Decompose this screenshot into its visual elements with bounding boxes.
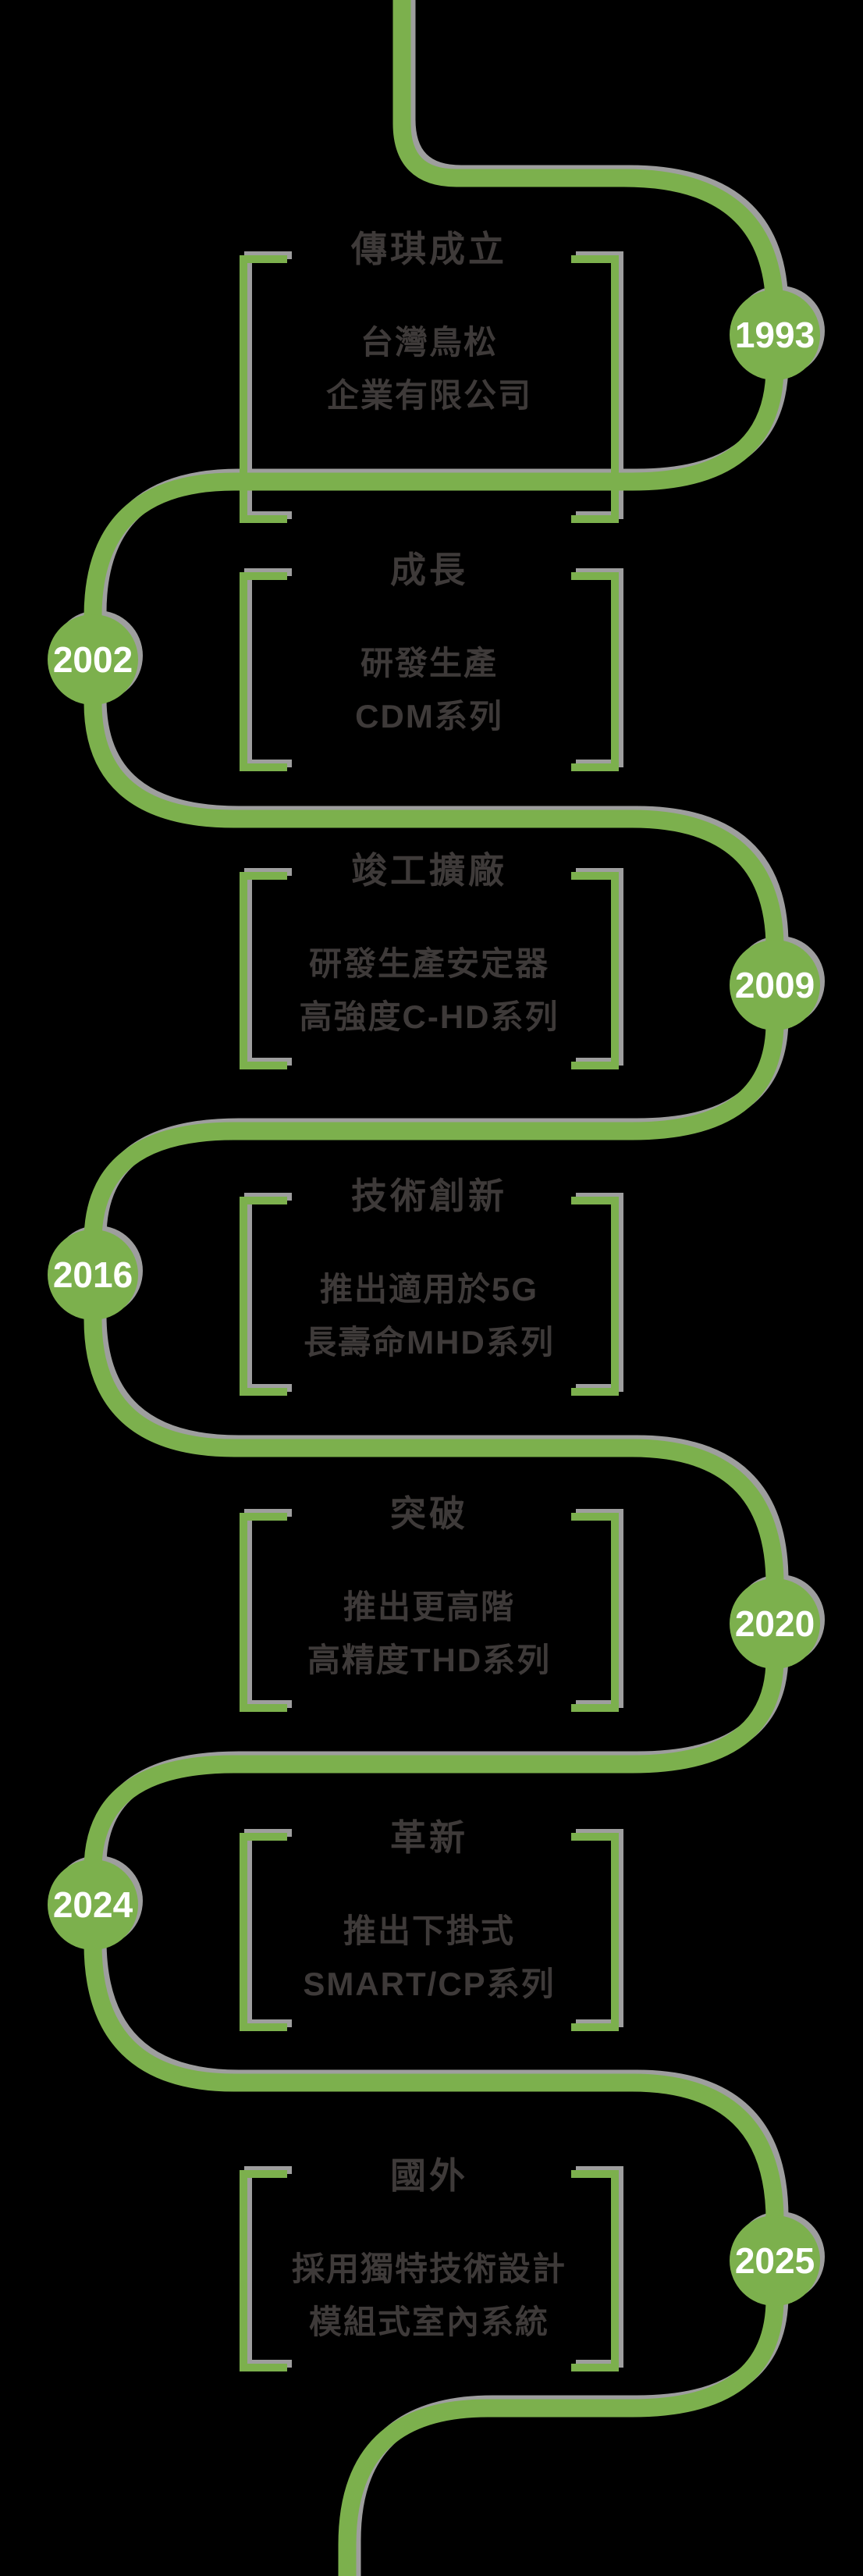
event-line: 推出更高階 <box>343 1589 515 1625</box>
event-title: 國外 <box>390 2155 468 2196</box>
event-line: 高強度C-HD系列 <box>299 998 559 1035</box>
timeline-event: 技術創新推出適用於5G 長壽命MHD系列 <box>243 1175 615 1369</box>
event-line: CDM系列 <box>355 698 503 735</box>
event-title: 竣工擴廠 <box>351 850 507 891</box>
event-line: 研發生產 <box>360 645 498 681</box>
timeline-event: 傳琪成立台灣鳥松企業有限公司 <box>243 228 615 422</box>
event-line: 企業有限公司 <box>325 377 532 414</box>
event-line: 推出適用於5G <box>319 1271 539 1308</box>
timeline-event: 革新推出下掛式 SMART/CP系列 <box>243 1816 615 2011</box>
event-title: 傳琪成立 <box>351 229 507 269</box>
event-title: 革新 <box>390 1817 468 1858</box>
year-badge: 2016 <box>52 1254 133 1295</box>
event-title: 技術創新 <box>351 1176 507 1216</box>
year-badge: 2020 <box>734 1603 815 1644</box>
timeline-event: 成長研發生產 CDM系列 <box>243 549 615 743</box>
event-line: 高精度THD系列 <box>307 1642 552 1678</box>
timeline-event: 突破推出更高階高精度THD系列 <box>243 1493 615 1687</box>
year-badge: 2009 <box>734 965 815 1005</box>
path-green <box>48 0 820 2576</box>
year-badge: 2024 <box>52 1884 133 1925</box>
event-line: 模組式室內系統 <box>308 2304 549 2340</box>
event-title: 突破 <box>390 1493 468 1534</box>
year-badge: 1993 <box>734 315 815 355</box>
event-line: 採用獨特技術設計 <box>291 2250 566 2287</box>
year-badge: 2025 <box>734 2240 815 2281</box>
event-line: 研發生產安定器 <box>308 945 549 982</box>
timeline-event: 國外採用獨特技術設計模組式室內系統 <box>243 2154 615 2349</box>
timeline-event: 竣工擴廠研發生產安定器高強度C-HD系列 <box>243 849 615 1044</box>
event-line: SMART/CP系列 <box>303 1966 556 2002</box>
event-line: 長壽命MHD系列 <box>304 1324 555 1361</box>
event-line: 推出下掛式 <box>343 1912 515 1949</box>
event-line: 台灣鳥松 <box>360 324 498 361</box>
year-badge: 2002 <box>52 639 133 680</box>
event-title: 成長 <box>390 550 468 590</box>
